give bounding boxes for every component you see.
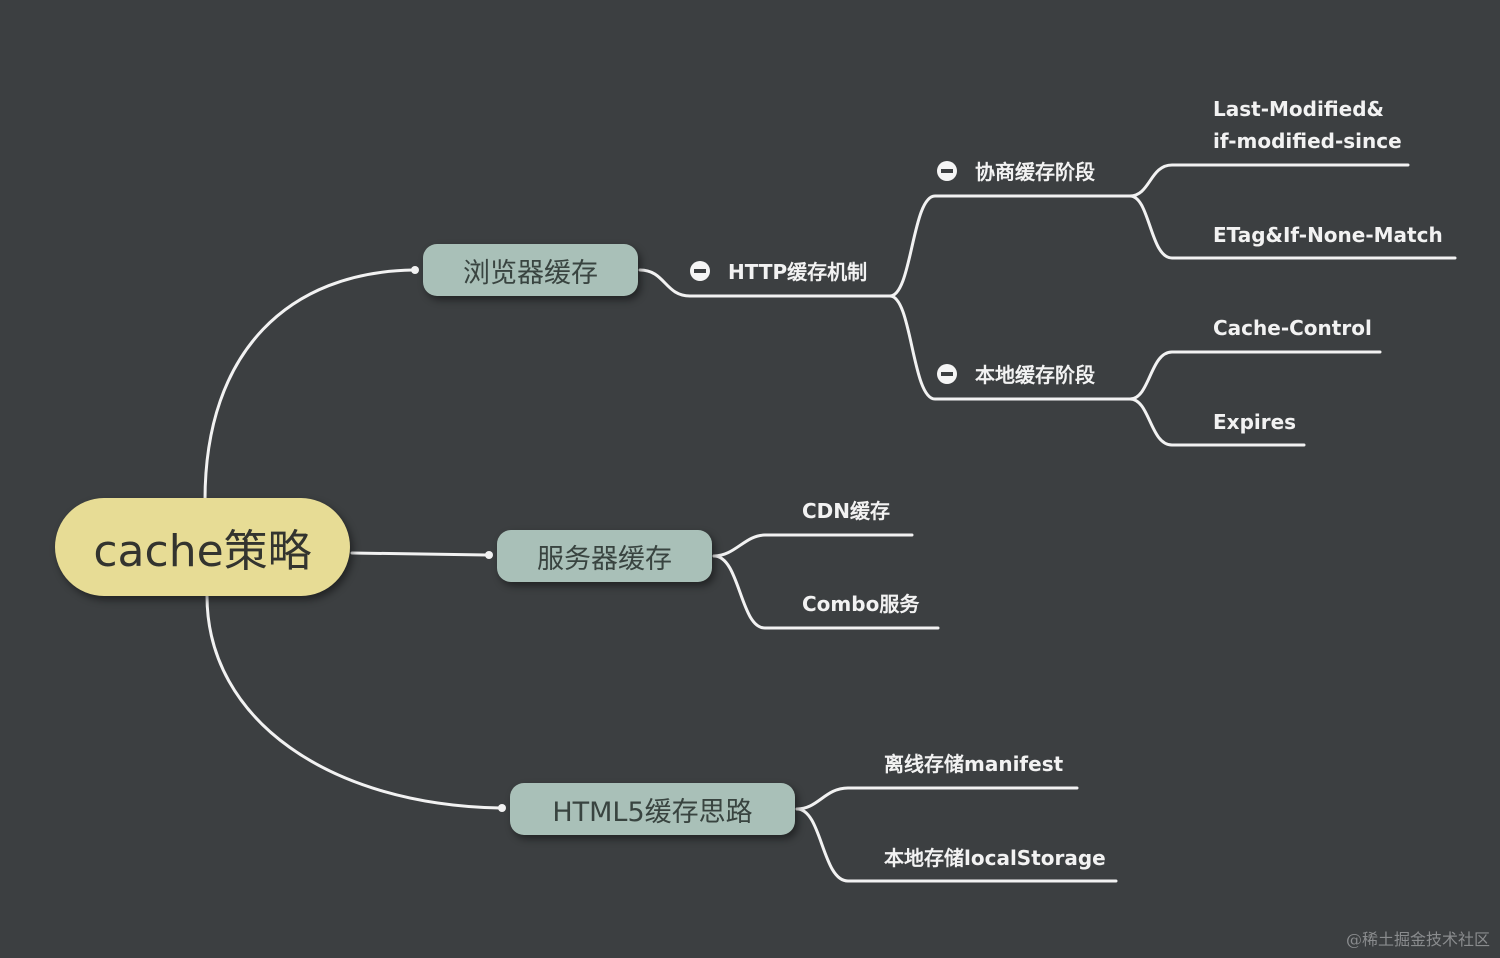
connector-root-browser (203, 268, 415, 502)
collapse-icon[interactable] (937, 161, 957, 181)
connector-negotiate-lastmod (1128, 163, 1410, 198)
connector-negotiate-etag (1128, 194, 1457, 260)
joint-dot-server (485, 551, 493, 559)
connector-server-combo (712, 554, 940, 630)
topic-http-cache[interactable]: HTTP缓存机制 (728, 260, 868, 284)
branch-html5-cache[interactable]: HTML5缓存思路 (510, 783, 795, 835)
topic-cache-control[interactable]: Cache-Control (1213, 316, 1372, 340)
joint-dot-browser (411, 266, 419, 274)
connector-root-html5 (205, 594, 502, 810)
topic-etag[interactable]: ETag&If-None-Match (1213, 223, 1443, 247)
topic-expires[interactable]: Expires (1213, 410, 1297, 434)
joint-dot-html5 (498, 804, 506, 812)
root-node[interactable]: cache策略 (55, 498, 350, 596)
collapse-icon[interactable] (937, 364, 957, 384)
topic-cdn-cache[interactable]: CDN缓存 (802, 499, 891, 523)
topic-localstorage[interactable]: 本地存储localStorage (884, 846, 1106, 870)
collapse-icon[interactable] (690, 261, 710, 281)
connector-html5-localstorage (795, 807, 1118, 883)
branch-server-cache[interactable]: 服务器缓存 (497, 530, 712, 582)
connector-server-cdn (712, 533, 914, 558)
topic-negotiate-cache[interactable]: 协商缓存阶段 (975, 160, 1095, 184)
topic-if-modified-since[interactable]: if-modified-since (1213, 129, 1402, 153)
watermark: @稀土掘金技术社区 (1345, 930, 1490, 949)
topic-local-cache[interactable]: 本地缓存阶段 (975, 363, 1095, 387)
connector-http-negotiate (888, 194, 1132, 298)
topic-combo-service[interactable]: Combo服务 (802, 592, 920, 616)
connector-root-server (350, 551, 489, 557)
topic-last-modified[interactable]: Last-Modified& (1213, 97, 1384, 121)
connector-local-expires (1128, 397, 1306, 447)
connector-browser-http (638, 268, 892, 298)
connector-html5-manifest (795, 786, 1079, 811)
branch-browser-cache[interactable]: 浏览器缓存 (423, 244, 638, 296)
topic-offline-manifest[interactable]: 离线存储manifest (884, 752, 1064, 776)
connector-local-cachecontrol (1128, 350, 1382, 401)
connector-http-local (888, 294, 1132, 401)
